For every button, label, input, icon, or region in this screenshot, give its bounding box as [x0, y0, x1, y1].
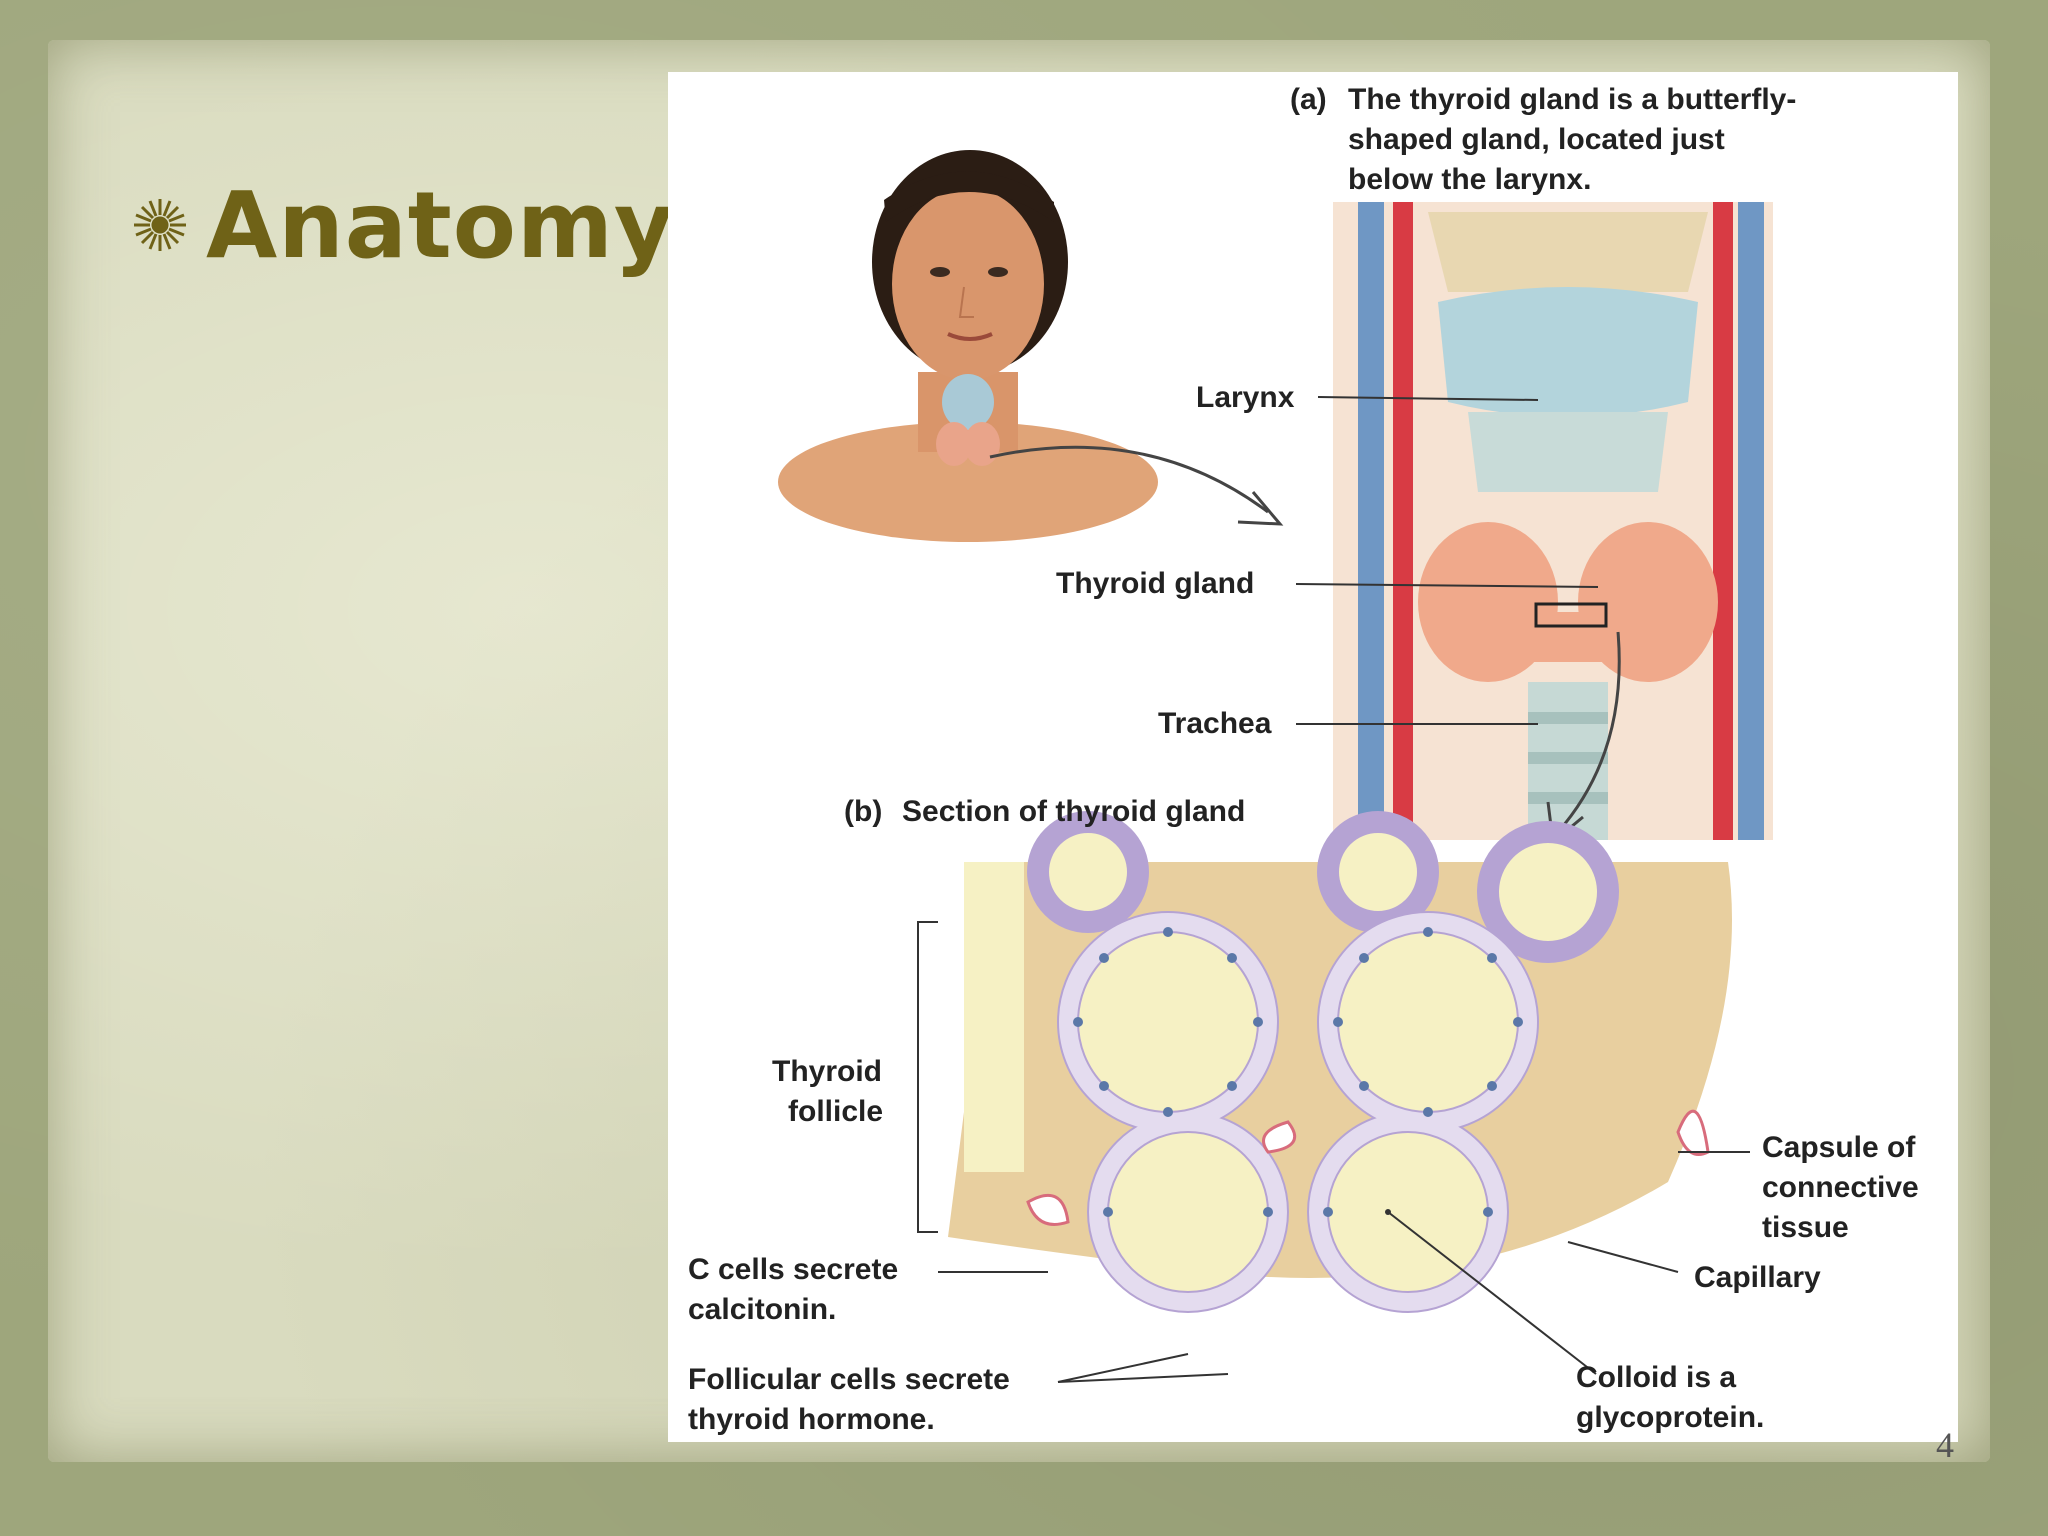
label-c-cells-line2: calcitonin. — [688, 1293, 837, 1326]
part-a-caption-line3: below the larynx. — [1348, 163, 1592, 196]
slide-title: Anatomy: — [130, 170, 713, 280]
label-c-cells-line1: C cells secrete — [688, 1253, 899, 1286]
arrow-to-detail — [989, 445, 1269, 514]
label-larynx: Larynx — [1196, 381, 1295, 414]
flower-bullet-icon — [134, 199, 186, 251]
label-trachea: Trachea — [1158, 707, 1272, 740]
part-a-tag: (a) — [1290, 83, 1327, 116]
label-thyroid-gland: Thyroid gland — [1056, 567, 1255, 600]
label-thyroid-follicle-line1: Thyroid — [772, 1055, 882, 1088]
label-thyroid-follicle-line2: follicle — [788, 1095, 884, 1128]
label-capillary: Capillary — [1694, 1261, 1821, 1294]
part-b-tag: (b) — [844, 795, 883, 828]
woman-portrait — [778, 150, 1158, 542]
label-colloid-line2: glycoprotein. — [1576, 1401, 1765, 1434]
thyroid-figure: (a) The thyroid gland is a butterfly- sh… — [668, 72, 1958, 1442]
neck-anatomy — [1333, 202, 1773, 840]
label-capsule-line2: connective — [1762, 1171, 1919, 1204]
thyroid-section — [948, 811, 1732, 1313]
part-b-caption: Section of thyroid gland — [902, 795, 1246, 828]
part-a-caption-line2: shaped gland, located just — [1348, 123, 1725, 156]
label-capsule-line3: tissue — [1762, 1211, 1849, 1244]
part-a-caption-line1: The thyroid gland is a butterfly- — [1348, 83, 1797, 116]
label-follicular-line1: Follicular cells secrete — [688, 1363, 1010, 1396]
slide-title-text: Anatomy: — [206, 171, 713, 279]
page-number: 4 — [1936, 1425, 1954, 1465]
label-capsule-line1: Capsule of — [1762, 1131, 1916, 1164]
thyroid-illustration — [778, 150, 1773, 1383]
label-colloid-line1: Colloid is a — [1576, 1361, 1737, 1394]
label-follicular-line2: thyroid hormone. — [688, 1403, 935, 1436]
